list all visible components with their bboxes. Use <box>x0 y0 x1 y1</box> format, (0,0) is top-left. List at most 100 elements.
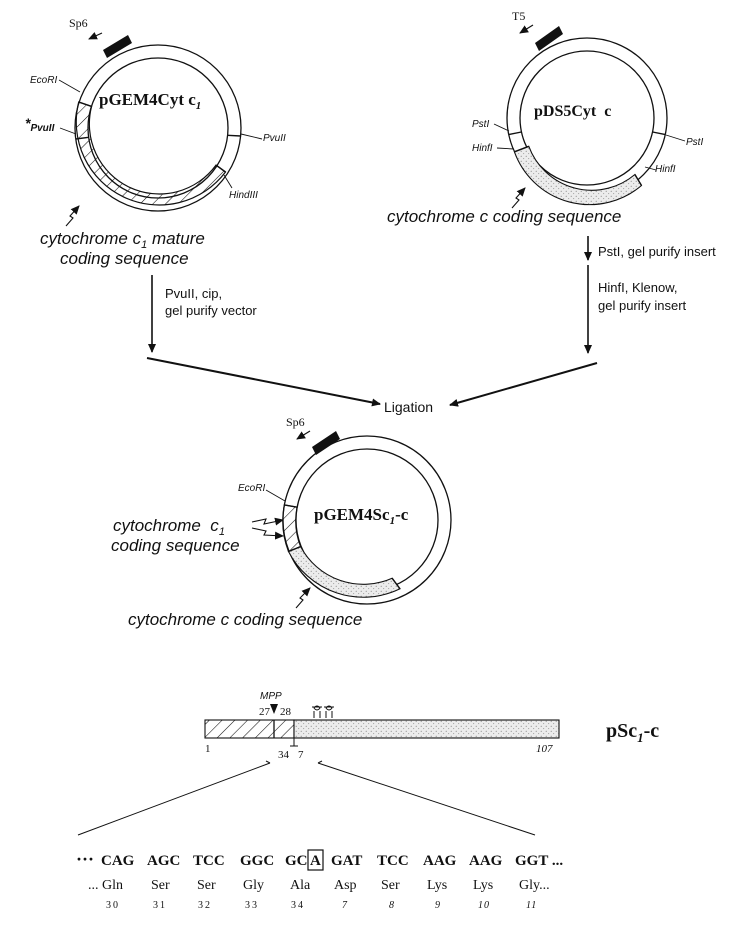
plasmid2-promoter-arrow <box>519 24 534 34</box>
plasmid-pgem4sc1-c: Sp6 pGEM4Sc1-c EcoRI cytochrome c1 codin… <box>111 415 452 629</box>
site-pvuii-left-leader <box>59 127 77 135</box>
site-hinfi-left: HinfI <box>472 143 493 154</box>
site-hindiii-leader <box>223 174 233 189</box>
pos-27: 27 <box>259 706 271 718</box>
plasmid1-insert-label-pre: cytochrome c <box>40 229 142 248</box>
mpp-cleavage-arrow <box>270 704 278 714</box>
construct-name-main: pSc <box>606 720 637 742</box>
plasmid1-promoter-bar <box>103 35 132 58</box>
plasmid1-insert-squiggle <box>65 205 80 227</box>
plasmid3-name: pGEM4Sc1-c <box>314 505 409 527</box>
plasmid1-boundary-ecori <box>78 101 92 108</box>
plasmid1-insert-label-line2: coding sequence <box>60 249 189 268</box>
plasmid1-promoter-arrow <box>88 32 103 40</box>
plasmid2-boundary-hinfi-left <box>514 145 530 153</box>
codon: AAG <box>469 853 503 869</box>
plasmid3-boundary-junction <box>288 545 301 553</box>
residue-number: 31 <box>153 900 167 911</box>
plasmid3-name-post: -c <box>395 505 409 524</box>
construct-name-sub: 1 <box>637 730 644 745</box>
plasmid3-promoter-arrow <box>296 430 311 440</box>
amino-acid: Asp <box>334 878 357 893</box>
plasmid2-insert-squiggle <box>511 187 526 209</box>
site-pvuii-right-leader <box>240 133 263 140</box>
plasmid3-c1-label-pre: cytochrome c <box>113 516 219 535</box>
plasmid1-promoter-label: Sp6 <box>69 16 88 30</box>
boxed-nucleotide: A <box>310 853 321 869</box>
amino-acid: ... Gln <box>88 878 123 893</box>
codon: GGC <box>240 853 274 869</box>
site-ecori-1: EcoRI <box>30 75 57 86</box>
residue-number: 34 <box>291 900 305 911</box>
residue-number: 30 <box>106 900 120 911</box>
plasmid2-boundary-hinfi-right <box>634 174 643 186</box>
plasmid3-c1-label-sub: 1 <box>219 526 225 538</box>
processing-steps: PvuII, cip, gel purify vector PstI, gel … <box>146 236 716 415</box>
residue-number: 32 <box>198 900 212 911</box>
construct-dotted-segment <box>293 719 560 739</box>
codon: CAG <box>101 853 135 869</box>
plasmid3-c-dotted <box>287 545 401 598</box>
plasmid2-boundary-psti-right <box>652 131 666 136</box>
codon: GGT ... <box>515 853 563 869</box>
residue-number: 9 <box>435 900 440 911</box>
right-step2-line1: HinfI, Klenow, <box>598 280 678 295</box>
right-step1-label: PstI, gel purify insert <box>598 244 716 259</box>
expand-guide-left-hook <box>265 760 271 764</box>
codon: GAT <box>331 853 362 869</box>
residue-number: 11 <box>526 900 537 911</box>
residue-number: 10 <box>478 900 490 911</box>
amino-acid: Ser <box>151 878 170 893</box>
plasmid1-name-sub: 1 <box>196 100 202 112</box>
codon: AAG <box>423 853 457 869</box>
site-ecori-3: EcoRI <box>238 483 265 494</box>
plasmid1-name-main: pGEM4Cyt c <box>99 90 196 109</box>
amino-acid: Gly... <box>519 878 550 893</box>
plasmid2-promoter-bar <box>535 26 563 51</box>
linear-construct: MPP 27 28 1 34 7 107 pSc1-c <box>77 691 660 836</box>
plasmid2-name: pDS5Cyt c <box>534 103 611 120</box>
ligation-label: Ligation <box>384 399 433 415</box>
plasmid3-name-main: pGEM4Sc <box>314 505 390 524</box>
expand-guide-right <box>317 762 536 836</box>
left-step-line1: PvuII, cip, <box>165 286 222 301</box>
site-psti-left: PstI <box>472 119 489 130</box>
pos-34: 34 <box>278 749 290 761</box>
residue-number: 33 <box>245 900 259 911</box>
plasmid3-boundary-ecori <box>284 504 298 508</box>
site-pvuii-left-mark: * <box>25 115 31 131</box>
plasmid3-c-squiggle <box>295 587 311 609</box>
site-hinfi-left-leader <box>496 147 515 150</box>
site-hinfi-right: HinfI <box>655 164 676 175</box>
plasmid3-c1-squiggle-a <box>251 517 284 526</box>
amino-acid: Ser <box>381 878 400 893</box>
converge-left-arrow <box>146 357 381 407</box>
plasmid-pds5cyt-c: T5 pDS5Cyt c PstI HinfI PstI HinfI cytoc… <box>387 9 703 226</box>
plasmid3-name-sub: 1 <box>390 515 396 527</box>
codon: AGC <box>147 853 180 869</box>
plasmid1-insert-hatched <box>75 101 227 206</box>
amino-acid: Ala <box>290 878 311 893</box>
construct-name-post: -c <box>644 720 660 742</box>
plasmid3-c1-label-line2: coding sequence <box>111 536 240 555</box>
plasmid1-insert-label-post: mature <box>147 229 205 248</box>
codon: GC <box>285 853 308 869</box>
plasmid3-promoter-bar <box>312 431 340 455</box>
site-ecori-3-leader <box>265 489 286 502</box>
junction-sequence: ··· CAG AGC TCC GGC GC A GAT TCC AAG AAG… <box>76 849 563 911</box>
site-ecori-1-leader <box>58 79 81 93</box>
plasmid3-c1-label-line1: cytochrome c1 <box>113 516 225 538</box>
site-pvuii-left: *PvuII <box>25 115 55 134</box>
site-psti-right: PstI <box>686 137 703 148</box>
plasmid1-boundary-pvuii-right <box>227 134 241 137</box>
plasmid3-c-label: cytochrome c coding sequence <box>128 610 362 629</box>
sequence-lead-dots: ··· <box>76 849 94 869</box>
pos-7: 7 <box>298 749 304 761</box>
site-hinfi-right-leader <box>644 166 657 171</box>
plasmid1-insert-label-sub: 1 <box>141 239 147 251</box>
residue-number: 8 <box>389 900 394 911</box>
site-pvuii-right: PvuII <box>263 133 286 144</box>
amino-acid: Ser <box>197 878 216 893</box>
site-hindiii: HindIII <box>229 190 258 201</box>
